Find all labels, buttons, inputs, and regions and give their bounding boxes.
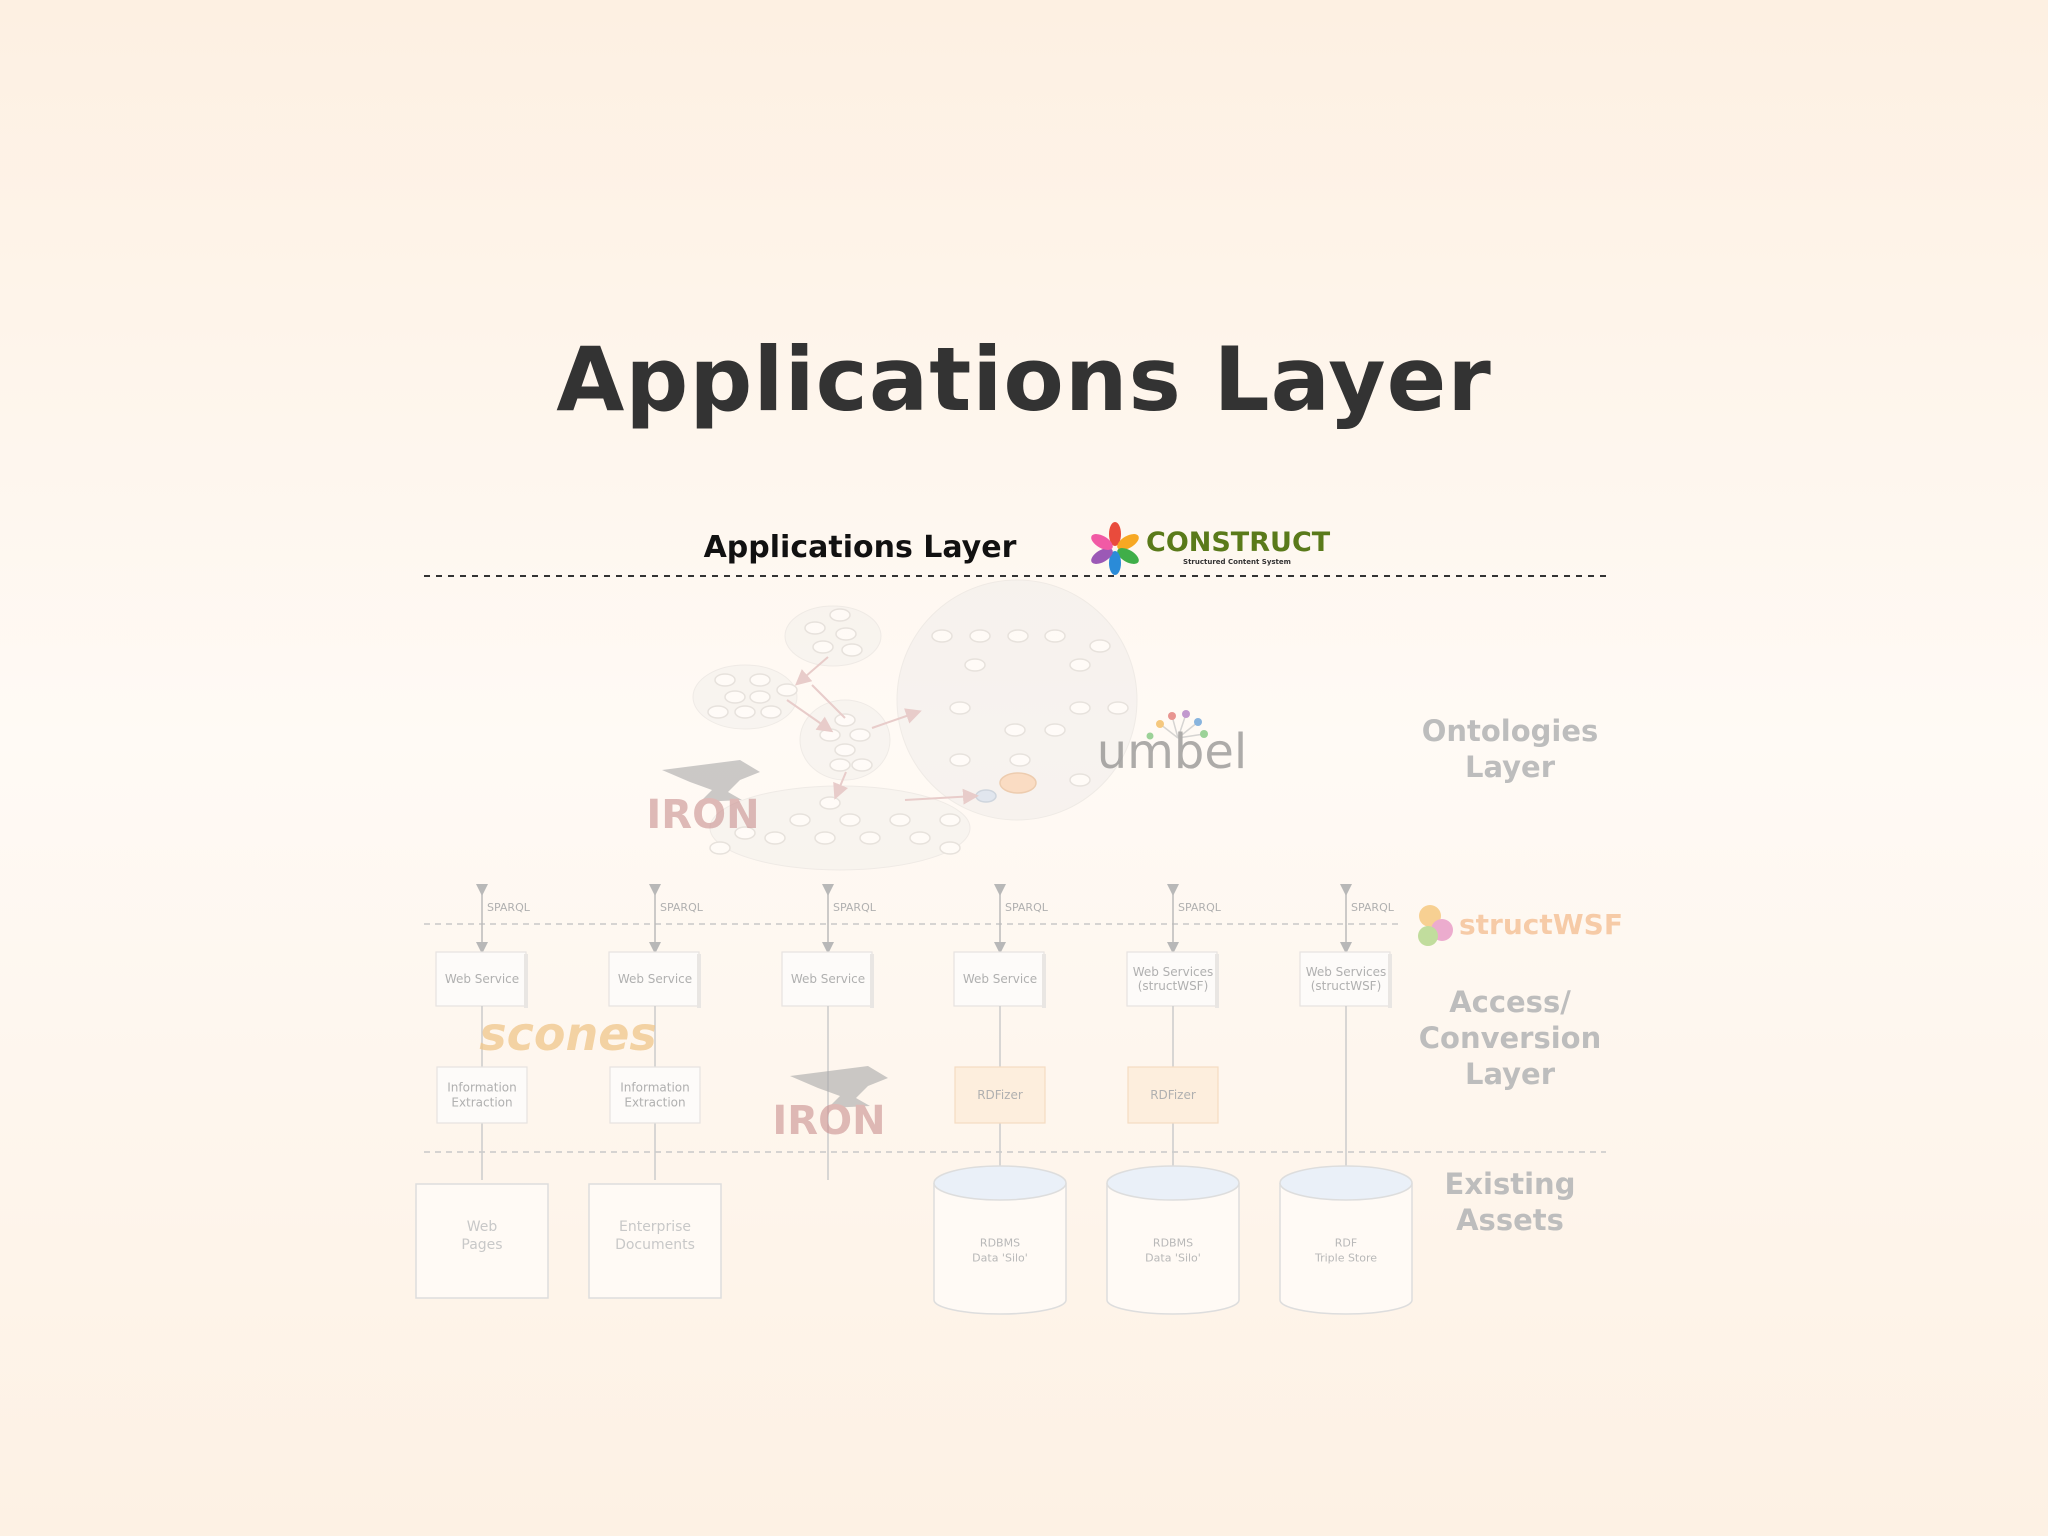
web-service-label-line-1: Web Service xyxy=(791,972,865,986)
database-cylinder-body xyxy=(933,1183,1067,1315)
asset-label-line-2: Documents xyxy=(615,1237,695,1253)
applications-layer-label: Applications Layer xyxy=(704,530,1017,565)
asset-label-line-2: Pages xyxy=(461,1237,502,1253)
construct-logo-name: CONSTRUCT xyxy=(1146,527,1331,558)
web-service-label-line-2: (structWSF) xyxy=(1311,979,1382,993)
access-column-6: SPARQL Web Services(structWSF) RDF Triple S… xyxy=(1279,884,1413,1315)
access-layer-line-2: Conversion xyxy=(1419,1021,1602,1055)
iron-logo-2-text: IRON xyxy=(772,1098,885,1144)
access-column-1: SPARQL Web ServiceInformationExtractionWe… xyxy=(415,884,549,1299)
structwsf-logo-text: structWSF xyxy=(1459,908,1623,941)
sparql-label: SPARQL xyxy=(1005,901,1049,914)
web-service-label-line-1: Web Services xyxy=(1306,965,1387,979)
existing-assets-line-1: Existing xyxy=(1445,1167,1576,1201)
web-service-label-line-1: Web Service xyxy=(963,972,1037,986)
information-extraction-box xyxy=(609,1066,701,1124)
ontologies-layer-line-1: Ontologies xyxy=(1422,714,1599,748)
sparql-label: SPARQL xyxy=(1178,901,1222,914)
web-service-label-line-1: Web Service xyxy=(618,972,692,986)
access-layer-line-1: Access/ xyxy=(1449,985,1571,1019)
information-extraction-label-line-2: Extraction xyxy=(624,1096,685,1110)
asset-box xyxy=(588,1183,722,1299)
iron-logo-2: IRON xyxy=(772,1066,888,1144)
web-service-box xyxy=(1126,951,1218,1007)
anvil-icon xyxy=(790,1066,888,1108)
umbel-burst-icon xyxy=(1146,710,1208,740)
database-label-line-1: RDF xyxy=(1335,1237,1357,1250)
rdfizer-box xyxy=(954,1066,1046,1124)
umbel-logo: umbel xyxy=(1097,710,1248,780)
rdfizer-label-line-1: RDFizer xyxy=(1150,1088,1196,1102)
structwsf-logo: structWSF xyxy=(1418,905,1623,946)
web-service-label-line-1: Web Services xyxy=(1133,965,1214,979)
existing-assets-label: Existing Assets xyxy=(1445,1167,1576,1237)
information-extraction-label-line-1: Information xyxy=(620,1081,689,1095)
ontology-graph xyxy=(692,579,1138,871)
sparql-label: SPARQL xyxy=(660,901,704,914)
access-column-5: SPARQL Web Services(structWSF) RDFizerRDBM… xyxy=(1106,884,1240,1315)
database-label-line-1: RDBMS xyxy=(980,1237,1020,1250)
access-column-2: SPARQL Web ServiceInformationExtractionEn… xyxy=(588,884,722,1299)
construct-logo-tagline: Structured Content System xyxy=(1183,558,1291,566)
web-service-box xyxy=(1299,951,1391,1007)
database-cylinder-top xyxy=(933,1165,1067,1201)
asset-label-line-1: Enterprise xyxy=(619,1219,691,1235)
ontologies-layer-line-2: Layer xyxy=(1465,750,1556,784)
rdfizer-label-line-1: RDFizer xyxy=(977,1088,1023,1102)
iron-logo: IRON xyxy=(646,760,760,838)
database-label-line-2: Triple Store xyxy=(1314,1252,1377,1265)
pinwheel-icon xyxy=(1091,522,1139,575)
iron-logo-text: IRON xyxy=(646,792,759,838)
database-cylinder-body xyxy=(1106,1183,1240,1315)
sparql-label: SPARQL xyxy=(833,901,877,914)
web-service-label-line-2: (structWSF) xyxy=(1138,979,1209,993)
existing-assets-line-2: Assets xyxy=(1456,1203,1564,1237)
access-layer-line-3: Layer xyxy=(1465,1057,1556,1091)
slide-title: Applications Layer xyxy=(556,328,1492,431)
access-layer-label: Access/ Conversion Layer xyxy=(1419,985,1602,1091)
database-label-line-2: Data 'Silo' xyxy=(1145,1252,1201,1265)
sparql-label: SPARQL xyxy=(1351,901,1395,914)
web-service-box xyxy=(781,951,873,1007)
swirl-icon xyxy=(1418,905,1453,946)
sparql-label: SPARQL xyxy=(487,901,531,914)
construct-logo: CONSTRUCT Structured Content System xyxy=(1091,522,1331,575)
anvil-icon xyxy=(662,760,760,802)
scones-logo: scones xyxy=(479,1007,657,1061)
information-extraction-box xyxy=(436,1066,528,1124)
database-cylinder-body xyxy=(1279,1183,1413,1315)
information-extraction-label-line-2: Extraction xyxy=(451,1096,512,1110)
web-service-box xyxy=(953,951,1045,1007)
database-label-line-2: Data 'Silo' xyxy=(972,1252,1028,1265)
database-label-line-1: RDBMS xyxy=(1153,1237,1193,1250)
information-extraction-label-line-1: Information xyxy=(447,1081,516,1095)
ontologies-layer-label: Ontologies Layer xyxy=(1422,714,1599,784)
rdfizer-box xyxy=(1127,1066,1219,1124)
web-service-box xyxy=(608,951,700,1007)
database-cylinder-top xyxy=(1279,1165,1413,1201)
web-service-label-line-1: Web Service xyxy=(445,972,519,986)
web-service-box xyxy=(435,951,527,1007)
database-cylinder-top xyxy=(1106,1165,1240,1201)
umbel-logo-text: umbel xyxy=(1097,724,1248,780)
asset-box xyxy=(415,1183,549,1299)
asset-label-line-1: Web xyxy=(467,1219,498,1235)
access-column-3: SPARQL Web Service xyxy=(781,884,877,1180)
